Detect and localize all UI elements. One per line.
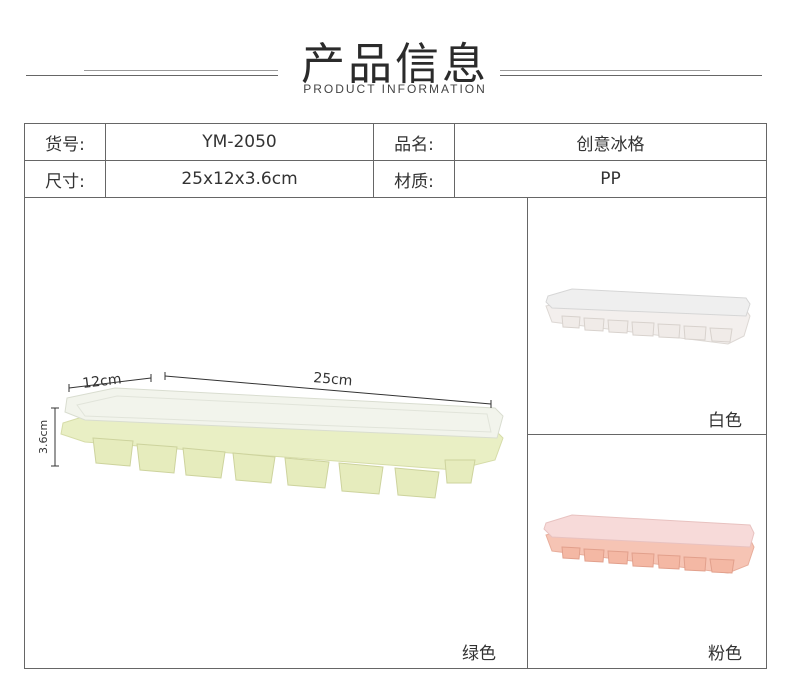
table-row: 尺寸: 25x12x3.6cm 材质: PP — [24, 160, 767, 198]
caption-pink: 粉色 — [708, 644, 742, 664]
header-divider-left — [26, 75, 278, 76]
table-row: 货号: YM-2050 品名: 创意冰格 — [24, 123, 767, 161]
label-item-number: 货号: — [24, 123, 106, 161]
pink-variant-panel: 粉色 — [528, 435, 766, 668]
pink-ice-tray-image — [543, 514, 755, 574]
label-size: 尺寸: — [24, 160, 106, 198]
caption-green: 绿色 — [462, 644, 496, 664]
value-size: 25x12x3.6cm — [105, 160, 374, 198]
label-product-name: 品名: — [373, 123, 455, 161]
header-divider-right-inner — [500, 70, 710, 71]
label-material: 材质: — [373, 160, 455, 198]
tray-lid — [543, 514, 755, 548]
value-item-number: YM-2050 — [105, 123, 374, 161]
dim-width-label: 12cm — [82, 371, 123, 392]
white-variant-panel: 白色 — [528, 198, 766, 435]
dim-height-label: 3.6cm — [37, 420, 50, 454]
header-divider-left-inner — [84, 70, 278, 71]
caption-white: 白色 — [708, 411, 742, 431]
value-product-name: 创意冰格 — [454, 123, 767, 161]
spec-table: 货号: YM-2050 品名: 创意冰格 尺寸: 25x12x3.6cm 材质:… — [24, 123, 767, 198]
green-ice-tray-image: 12cm 25cm 3.6cm — [37, 370, 504, 499]
header-divider-right — [500, 75, 762, 76]
image-grid: 12cm 25cm 3.6cm 绿色 白色 — [24, 198, 767, 669]
page-subtitle: PRODUCT INFORMATION — [303, 82, 487, 96]
value-material: PP — [454, 160, 767, 198]
tray-lid — [545, 288, 751, 317]
ice-cube-cells — [92, 437, 476, 499]
dimension-annotations — [51, 372, 492, 467]
dim-length-label: 25cm — [313, 370, 353, 389]
page-title: 产品信息 — [301, 39, 489, 90]
main-image-panel: 12cm 25cm 3.6cm 绿色 — [25, 198, 528, 668]
white-ice-tray-image — [545, 288, 751, 345]
tray-lid — [64, 387, 504, 439]
